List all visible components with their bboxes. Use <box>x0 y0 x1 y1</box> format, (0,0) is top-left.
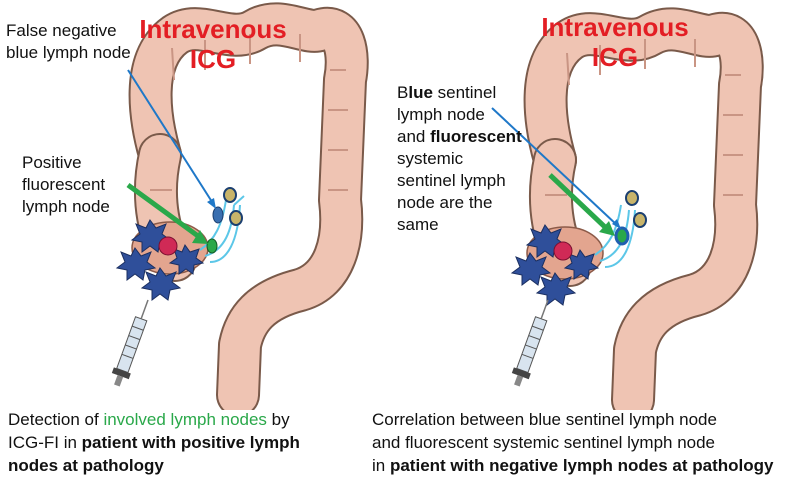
colon-illustration-left <box>111 2 369 410</box>
blue-arrow-head <box>207 198 216 209</box>
label-line: and fluorescent <box>397 127 522 146</box>
olive-lymph-node-icon <box>633 212 647 228</box>
label-line: lymph node <box>22 197 110 216</box>
blue-fluorescent-same-label: Blue sentinel lymph node and fluorescent… <box>397 82 522 236</box>
green-arrow-head <box>599 221 615 236</box>
caption-line-3: nodes at pathology <box>8 456 164 475</box>
label-line: sentinel lymph <box>397 171 506 190</box>
label-line: fluorescent <box>22 175 106 194</box>
caption-line-1: Correlation between blue sentinel lymph … <box>372 410 717 429</box>
blue-green-sentinel-node-icon <box>614 226 630 246</box>
label-line: node are the <box>397 193 493 212</box>
label-line: same <box>397 215 439 234</box>
caption-line-2: ICG-FI in patient with positive lymph <box>8 433 300 452</box>
colon <box>510 7 764 410</box>
caption-line-2: and fluorescent systemic sentinel lymph … <box>372 433 716 452</box>
colon-illustration-right <box>491 7 764 410</box>
blue-arrow-head <box>612 219 621 229</box>
blue-arrow <box>127 69 215 206</box>
title-line-1: Intravenous <box>541 12 689 42</box>
tumor-nodules <box>115 219 205 301</box>
title-line-2: ICG <box>591 42 639 72</box>
title: Intravenous ICG <box>133 14 293 74</box>
right-panel: Intravenous ICG Blue sentinel lymph node… <box>372 0 800 502</box>
syringe-icon <box>511 299 549 387</box>
label-line: lymph node <box>397 105 485 124</box>
right-caption: Correlation between blue sentinel lymph … <box>372 408 792 477</box>
label-line: systemic <box>397 149 464 168</box>
left-panel: Intravenous ICG False negative blue lymp… <box>6 2 400 477</box>
green-arrow-head <box>192 230 208 244</box>
label-line: Blue sentinel <box>397 83 497 102</box>
syringe-icon <box>111 299 149 387</box>
title-line-1: Intravenous <box>139 14 287 44</box>
green-fluorescent-node-icon <box>206 238 218 254</box>
caption-line-1: Detection of involved lymph nodes by <box>8 410 290 429</box>
positive-fluorescent-label: Positive fluorescent lymph node <box>22 152 110 218</box>
blue-arrow <box>491 107 619 227</box>
label-line: False negative <box>6 21 117 40</box>
title: Intravenous ICG <box>535 12 695 72</box>
label-line: Positive <box>22 153 82 172</box>
left-caption: Detection of involved lymph nodes by ICG… <box>8 408 400 477</box>
green-arrow <box>126 182 200 239</box>
olive-lymph-node-icon <box>229 210 243 226</box>
caption-line-3: in patient with negative lymph nodes at … <box>372 456 774 475</box>
involved-lymph-nodes-text: involved lymph nodes <box>103 410 267 429</box>
olive-lymph-node-icon <box>223 187 237 203</box>
olive-lymph-node-icon <box>625 190 639 206</box>
blue-lymph-node-icon <box>212 206 224 224</box>
colon <box>128 2 369 410</box>
false-negative-label: False negative blue lymph node <box>6 20 131 64</box>
title-line-2: ICG <box>189 44 237 74</box>
green-arrow <box>548 173 608 230</box>
pathology-node <box>158 236 178 256</box>
label-line: blue lymph node <box>6 43 131 62</box>
